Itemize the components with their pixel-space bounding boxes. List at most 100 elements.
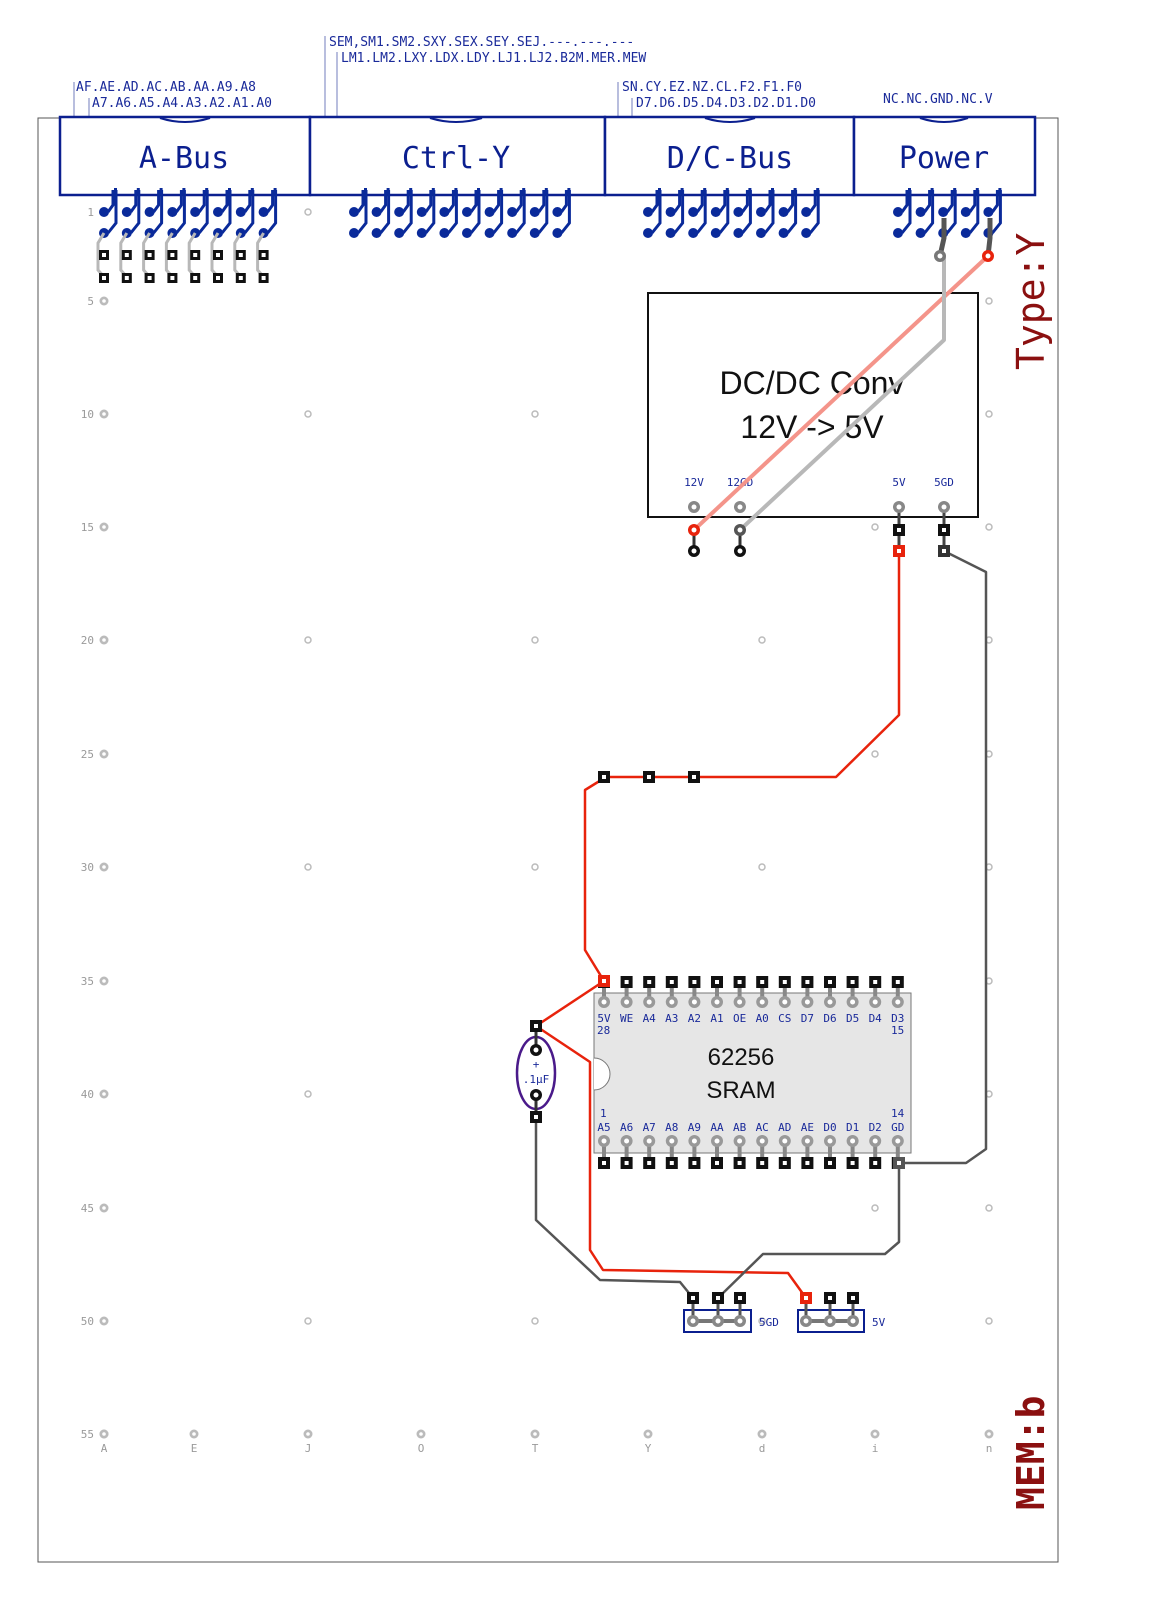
ctrl-y-pin-top (462, 207, 472, 217)
sram-bottom-pin-label: AD (778, 1121, 791, 1134)
dc-bus-pin-stub (725, 188, 729, 194)
power-connector[interactable] (852, 115, 1037, 197)
grid-col-dot-center (646, 1432, 650, 1436)
sram-top-square-hole (850, 980, 855, 984)
grid-dot (304, 1317, 312, 1325)
sram-bottom-pin-lead (782, 1140, 787, 1162)
sram-bottom-pin-label: AA (710, 1121, 724, 1134)
a-bus-pin-stub (228, 188, 231, 194)
ctrl-label-top: SEM,SM1.SM2.SXY.SEX.SEY.SEJ.---.---.--- (329, 35, 634, 50)
a-bus-connector[interactable] (58, 115, 312, 197)
header-5gd-pin-hole (737, 1318, 743, 1324)
sram-top-pin-label: D3 (891, 1012, 904, 1025)
dc-bus-connector[interactable] (603, 115, 856, 197)
power-pin-stub (998, 188, 1002, 194)
dc-bus-pin-bottom (710, 228, 721, 238)
grid-dot (871, 523, 879, 531)
sram-pin-1: 1 (600, 1107, 607, 1120)
power-pin-stub (908, 188, 911, 194)
a-bus-pin-top (144, 207, 155, 217)
ctrl-y-pin-stub (364, 188, 367, 194)
cap-minus-pad-hole (533, 1092, 539, 1098)
row-label: 5 (87, 295, 94, 308)
sram-top-pin-lead (805, 986, 810, 1002)
capacitor[interactable]: + .1µF (515, 1035, 557, 1111)
a-bus-square-pad-hole (124, 253, 129, 257)
dc-bus-pin-bottom (688, 228, 699, 238)
dcdc-pad-12gd-hole (737, 527, 743, 533)
ctrl-y-pin-top (552, 207, 563, 217)
sram-bottom-square-hole (850, 1161, 855, 1165)
header-5gd-pin-hole (715, 1318, 721, 1324)
power-pin-lead (991, 190, 1002, 234)
sram-top-square-hole (737, 980, 742, 984)
sram-pin-15: 15 (891, 1024, 904, 1037)
dcdc-converter[interactable]: DC/DC Conv 12V -> 5V 12V 12GD 5V 5GD (647, 292, 979, 518)
ctrl-y-pin-top (439, 207, 450, 217)
row-label: 10 (81, 408, 94, 421)
sram-bottom-pin-lead (715, 1140, 719, 1162)
dcdc-pin-12v-hole (691, 504, 697, 510)
ctrl-y-title: Ctrl-Y (402, 141, 510, 176)
ctrl-y-pin-lead (492, 190, 501, 213)
ctrl-label-bottom: LM1.LM2.LXY.LDX.LDY.LJ1.LJ2.B2M.MER.MEW (341, 51, 646, 66)
sram-bottom-pin-hole (850, 1138, 856, 1144)
dc-bus-pin-lead (695, 190, 704, 213)
ctrl-y-pin-bottom (552, 228, 563, 238)
dc-bus-label-bottom: D7.D6.D5.D4.D3.D2.D1.D0 (636, 96, 816, 111)
ctrl-y-pin-lead (469, 190, 478, 213)
cap-plus-pad-hole (533, 1047, 539, 1053)
dcdc-pin-5gd-hole (941, 504, 947, 510)
dcdc-pin-5v-label: 5V (892, 476, 906, 489)
power-pin-lead (945, 190, 954, 213)
power-pin-top (893, 207, 903, 217)
grid-col-dot-center (987, 1432, 991, 1436)
sram-top-pin-lead (850, 986, 855, 1002)
power-pin-lead (946, 190, 957, 234)
a-bus-pin-top (213, 207, 223, 217)
grid-dot (758, 636, 766, 644)
sram-bottom-pin-lead (692, 1140, 697, 1162)
wire-cap-gnd (534, 1117, 694, 1299)
row-label: 20 (81, 634, 94, 647)
grid-row-dot-center (102, 752, 106, 756)
dcdc-pad-12v-hole (691, 527, 697, 533)
sram-top-square-hole (692, 980, 697, 984)
sram-top-square-hole (873, 980, 878, 984)
grid-dot (871, 1204, 879, 1212)
a-bus-square-pad-hole (193, 276, 198, 280)
ctrl-y-pin-stub (499, 188, 503, 194)
ctrl-y-pin-bottom (484, 228, 495, 238)
a-bus-pin-top (99, 207, 109, 217)
dcdc-title-line2: 12V -> 5V (740, 409, 884, 445)
dc-bus-pin-stub (748, 188, 752, 194)
header-5v-label: 5V (872, 1316, 886, 1329)
a-bus-pin-lead (243, 190, 255, 234)
ctrl-y-pin-lead (492, 190, 504, 234)
sram-bottom-pin-label: AB (733, 1121, 747, 1134)
power-gnd-jumper (937, 218, 947, 257)
dcdc-body (647, 292, 979, 518)
sram-bottom-pin-hole (827, 1138, 833, 1144)
a-bus-square-pad-hole (238, 253, 243, 257)
power-v-jumper (985, 218, 993, 257)
a-bus-pin-lead (106, 190, 118, 234)
ctrl-y-pin-lead (356, 190, 365, 213)
column-label: T (532, 1442, 539, 1455)
grid-dot (531, 410, 539, 418)
sram-top-pin-lead (782, 986, 787, 1002)
grid-col-dot-center (760, 1432, 764, 1436)
a-bus-square-pad-hole (216, 276, 220, 280)
sram-top-square-hole (760, 980, 765, 984)
row-label: 15 (81, 521, 94, 534)
a-bus-square-pad-hole (147, 253, 152, 257)
wire-5v-cap (535, 979, 605, 1028)
ctrl-y-pin-lead (560, 190, 571, 234)
sram-bottom-pin-hole (782, 1138, 788, 1144)
grid-dot (531, 636, 539, 644)
sram-5v-pad-hole (602, 979, 606, 983)
sram-top-pin-lead (692, 986, 697, 1002)
ctrl-y-pin-lead (560, 190, 568, 213)
